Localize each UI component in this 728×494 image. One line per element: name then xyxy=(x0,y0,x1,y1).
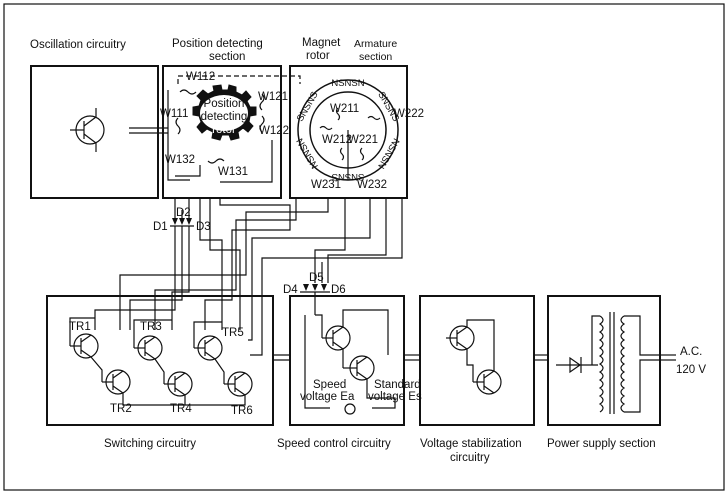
w211-label: W211 xyxy=(330,103,359,115)
speed-voltage-label-1: Speed xyxy=(313,379,346,391)
transistor-tr5 xyxy=(194,335,223,361)
label-position-detecting: Position detecting xyxy=(172,38,263,50)
w112-label: W112 xyxy=(186,71,215,83)
w111-label: W111 xyxy=(160,108,188,120)
diode-group-d4-d6 xyxy=(300,198,387,315)
standard-voltage-label-1: Standard xyxy=(374,379,421,391)
speed-voltage-label-2: voltage Ea xyxy=(300,391,355,403)
magnet-rotor: NSNSN SNSNS NSNSN SNSNS NSNSN SNSNS xyxy=(295,78,402,182)
d1-label: D1 xyxy=(153,221,168,233)
transistor-tr2 xyxy=(102,369,131,395)
w232-label: W232 xyxy=(357,179,387,191)
speed-transistor-1 xyxy=(322,325,351,351)
label-voltage-stabilization: Voltage stabilization xyxy=(420,438,522,450)
d5-label: D5 xyxy=(309,272,324,284)
transformer xyxy=(591,312,660,414)
tr5-label: TR5 xyxy=(222,327,244,339)
voltage-stabilization-box xyxy=(419,295,535,426)
position-detecting-box xyxy=(162,65,282,199)
d3-label: D3 xyxy=(196,221,211,233)
pole-label-right-bottom: NSNSN xyxy=(375,136,401,170)
comparator-node xyxy=(344,403,356,415)
pole-label-left-bottom: NSNSN xyxy=(295,136,321,170)
position-detecting-rotor: Position detecting rotor xyxy=(192,84,257,141)
stab-transistor-1 xyxy=(446,325,475,351)
w212-label: W212 xyxy=(322,134,352,146)
oscillation-transistor xyxy=(70,108,105,152)
w132-label: W132 xyxy=(165,154,195,166)
label-armature: Armature xyxy=(354,38,397,50)
tr4-label: TR4 xyxy=(170,403,192,415)
outer-frame xyxy=(3,3,725,491)
ac-label-1: A.C. xyxy=(680,346,702,358)
label-rotor: rotor xyxy=(306,50,330,62)
ac-label-2: 120 V xyxy=(676,364,706,376)
label-oscillation-circuitry: Oscillation circuitry xyxy=(30,39,126,51)
label-position-section: section xyxy=(209,51,245,63)
tr6-label: TR6 xyxy=(231,405,253,417)
speed-transistor-2 xyxy=(342,349,375,381)
tr3-label: TR3 xyxy=(140,321,162,333)
tr2-label: TR2 xyxy=(110,403,132,415)
transistor-tr4 xyxy=(164,371,193,397)
pole-label-top: NSNSN xyxy=(331,78,364,89)
box-links xyxy=(273,354,676,361)
label-speed-control-circuitry: Speed control circuitry xyxy=(277,438,391,450)
dashed-coupling xyxy=(177,75,301,84)
rotor-label-line1: Position xyxy=(204,98,245,110)
oscillation-box xyxy=(30,65,159,199)
rotor-label-line3: rotor xyxy=(212,124,236,136)
w131-label: W131 xyxy=(218,166,248,178)
w121-label: W121 xyxy=(258,91,288,103)
pole-label-left-top: SNSNS xyxy=(295,90,321,124)
d4-label: D4 xyxy=(283,284,298,296)
transistor-tr1 xyxy=(70,333,99,359)
label-armature-section: section xyxy=(359,51,392,63)
transistor-tr6 xyxy=(224,371,253,397)
w221-label: W221 xyxy=(348,134,378,146)
d2-label: D2 xyxy=(176,207,191,219)
w122-label: W122 xyxy=(259,125,289,137)
label-magnet: Magnet xyxy=(302,37,341,49)
switching-wiring xyxy=(69,317,246,406)
w231-label: W231 xyxy=(311,179,341,191)
armature-box xyxy=(289,65,408,199)
label-power-supply-section: Power supply section xyxy=(547,438,656,450)
rotor-label-line2: detecting xyxy=(201,111,248,123)
transistor-tr3 xyxy=(134,335,163,361)
position-coils xyxy=(175,89,265,164)
rectifier-diode xyxy=(556,356,598,374)
d6-label: D6 xyxy=(331,284,346,296)
position-wiring xyxy=(167,90,273,183)
standard-voltage-label-2: voltage Es xyxy=(368,391,422,403)
position-to-switching-wires xyxy=(94,198,291,330)
stab-wiring xyxy=(466,319,495,382)
label-voltage-stabilization-2: circuitry xyxy=(450,452,490,464)
tr1-label: TR1 xyxy=(69,321,91,333)
label-switching-circuitry: Switching circuitry xyxy=(104,438,196,450)
stab-transistor-2 xyxy=(473,369,502,395)
speed-control-wiring xyxy=(304,309,396,415)
w222-label: W222 xyxy=(394,108,424,120)
